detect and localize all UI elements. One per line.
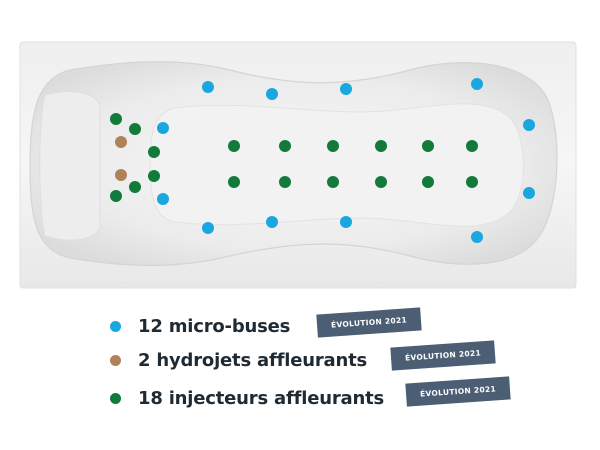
injecteur-dot: [110, 113, 122, 125]
micro-buse-dot: [340, 83, 352, 95]
hydrojets-dot-icon: [110, 355, 121, 366]
injecteur-dot: [129, 181, 141, 193]
bathtub-diagram: [19, 41, 577, 289]
injecteur-dot: [422, 140, 434, 152]
evolution-badge: ÉVOLUTION 2021: [316, 307, 422, 338]
injecteurs-dot-icon: [110, 393, 121, 404]
micro-buse-dot: [471, 231, 483, 243]
injecteur-dot: [466, 176, 478, 188]
micro-buse-dot: [266, 88, 278, 100]
legend-label: 12 micro-buses: [138, 316, 291, 337]
injecteur-dot: [148, 170, 160, 182]
legend-item-micro-buses: 12 micro-buses: [110, 316, 290, 337]
micro-buse-dot: [523, 187, 535, 199]
injecteur-dot: [110, 190, 122, 202]
micro-buse-dot: [157, 122, 169, 134]
micro-buse-dot: [202, 81, 214, 93]
micro-buse-dot: [471, 78, 483, 90]
injecteur-dot: [466, 140, 478, 152]
injecteur-dot: [148, 146, 160, 158]
injecteur-dot: [375, 140, 387, 152]
legend-label: 2 hydrojets affleurants: [138, 350, 367, 371]
tub-headrest: [39, 91, 101, 241]
evolution-badge: ÉVOLUTION 2021: [390, 340, 496, 371]
jets-layer: [110, 78, 535, 243]
micro-buse-dot: [157, 193, 169, 205]
injecteur-dot: [228, 176, 240, 188]
evolution-badge: ÉVOLUTION 2021: [405, 376, 511, 407]
legend-label: 18 injecteurs affleurants: [138, 388, 384, 409]
injecteur-dot: [279, 176, 291, 188]
hydrojet-dot: [115, 169, 127, 181]
micro-buse-dot: [340, 216, 352, 228]
legend-item-hydrojets: 2 hydrojets affleurants: [110, 350, 367, 371]
injecteur-dot: [327, 140, 339, 152]
micro-buses-dot-icon: [110, 321, 121, 332]
injecteur-dot: [129, 123, 141, 135]
injecteur-dot: [228, 140, 240, 152]
micro-buse-dot: [266, 216, 278, 228]
injecteur-dot: [327, 176, 339, 188]
micro-buse-dot: [202, 222, 214, 234]
hydrojet-dot: [115, 136, 127, 148]
legend-item-injecteurs: 18 injecteurs affleurants: [110, 388, 384, 409]
injecteur-dot: [375, 176, 387, 188]
injecteur-dot: [279, 140, 291, 152]
micro-buse-dot: [523, 119, 535, 131]
tub-floor: [149, 103, 524, 227]
injecteur-dot: [422, 176, 434, 188]
